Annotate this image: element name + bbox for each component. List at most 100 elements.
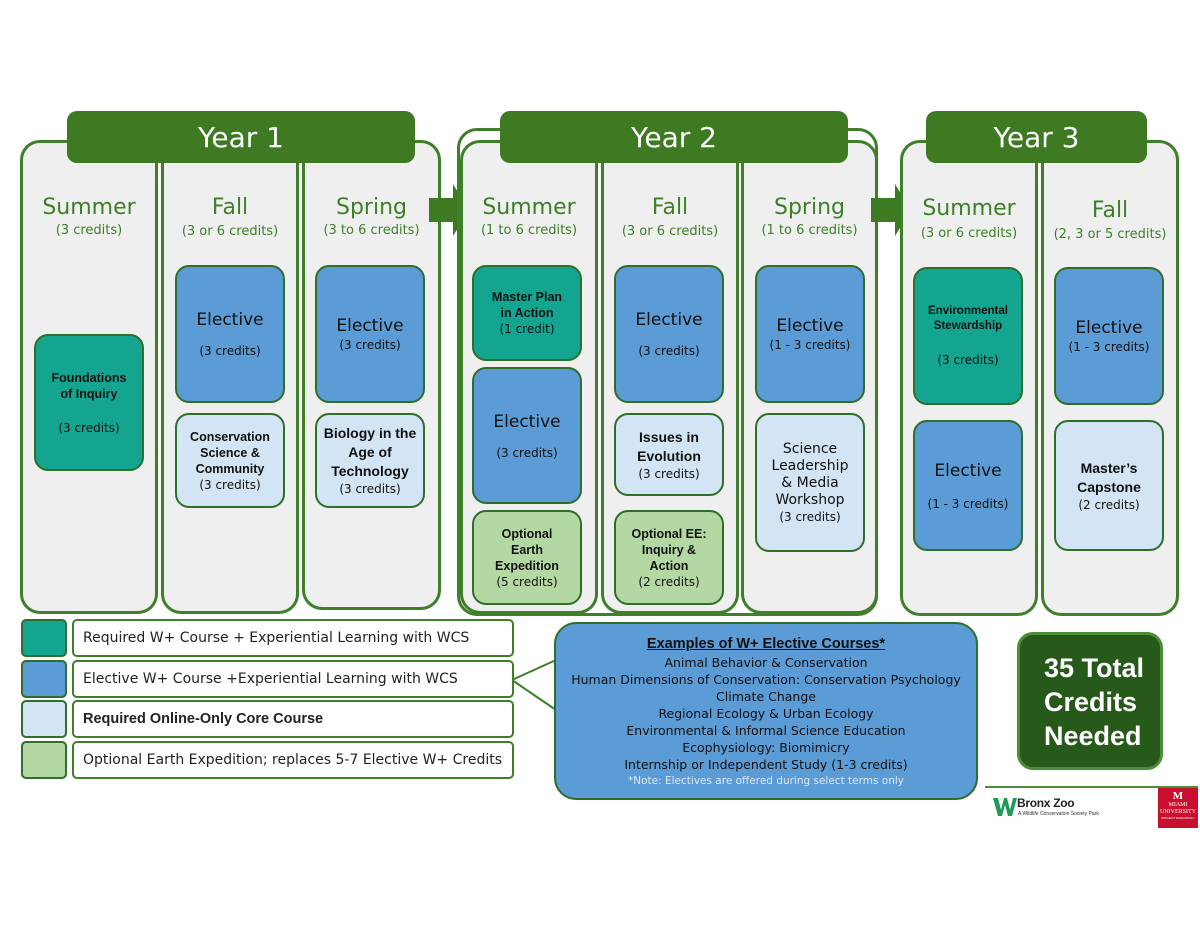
term-credits: (1 to 6 credits): [761, 223, 858, 238]
example-course: Human Dimensions of Conservation: Conser…: [571, 672, 961, 687]
course-name: Foundations of Inquiry: [51, 370, 127, 401]
course-credits: (3 credits): [779, 509, 841, 524]
examples-title: Examples of W+ Elective Courses*: [646, 636, 886, 652]
bronx-zoo-w-icon: [993, 798, 1017, 816]
course-optional-earth-expedition: Optional Earth Expedition (5 credits): [472, 510, 582, 605]
term-credits: (3 or 6 credits): [920, 226, 1018, 241]
term-credits: (3 to 6 credits): [323, 223, 420, 238]
course-name: Optional EE: Inquiry & Action: [631, 526, 707, 573]
course-optional-ee-inquiry-action: Optional EE: Inquiry & Action (2 credits…: [614, 510, 724, 605]
course-name: Optional Earth Expedition: [495, 526, 559, 573]
term-title: Spring: [336, 195, 407, 220]
course-credits: (2 credits): [638, 574, 700, 589]
course-credits: (1 - 3 credits): [1068, 340, 1150, 354]
course-elective: Elective (3 credits): [614, 265, 724, 403]
term-credits: (2, 3 or 5 credits): [1053, 227, 1167, 242]
year-3-header: Year 3: [926, 111, 1147, 163]
course-elective: Elective (1 - 3 credits): [913, 420, 1023, 551]
course-master-plan-in-action: Master Plan in Action (1 credit): [472, 265, 582, 361]
course-name: Elective: [776, 316, 844, 336]
course-credits: (3 credits): [339, 482, 401, 496]
course-elective: Elective (1 - 3 credits): [1054, 267, 1164, 405]
course-elective: Elective (3 credits): [175, 265, 285, 403]
example-course: Regional Ecology & Urban Ecology: [658, 706, 874, 721]
bronx-zoo-tagline: A Wildlife Conservation Society Park: [1018, 811, 1099, 817]
course-name: Elective: [493, 411, 561, 432]
course-credits: (3 credits): [937, 353, 999, 367]
course-credits: (1 credit): [499, 322, 555, 336]
course-science-leadership-media-workshop: Science Leadership & Media Workshop (3 c…: [755, 413, 865, 552]
course-name: Elective: [1075, 318, 1143, 338]
term-credits: (3 credits): [55, 223, 123, 238]
miami-university-logo: M MIAMI UNIVERSITY PROJECT DRAGONFLY: [1158, 788, 1198, 828]
term-title: Summer: [922, 196, 1016, 221]
bronx-zoo-name: Bronx Zoo: [1017, 796, 1075, 810]
term-credits: (1 to 6 credits): [480, 223, 578, 238]
course-foundations-of-inquiry: Foundations of Inquiry (3 credits): [34, 334, 144, 471]
term-title: Fall: [211, 195, 249, 220]
course-credits: (3 credits): [339, 338, 401, 352]
miami-name: MIAMI UNIVERSITY: [1160, 802, 1196, 815]
legend-swatch-elective-wplus: [21, 660, 67, 698]
course-credits: (3 credits): [199, 344, 261, 358]
course-credits: (3 credits): [638, 344, 700, 358]
total-line: 35 Total: [1044, 653, 1145, 683]
example-course: Animal Behavior & Conservation: [664, 655, 868, 670]
course-name: Elective: [934, 460, 1002, 481]
course-name: Conservation Science & Community: [190, 429, 270, 476]
course-name: Master Plan in Action: [491, 290, 563, 320]
legend-swatch-required-online: [21, 700, 67, 738]
course-conservation-science-community: Conservation Science & Community (3 cred…: [175, 413, 285, 508]
example-course: Internship or Independent Study (1-3 cre…: [624, 757, 908, 772]
course-name: Elective: [336, 316, 404, 336]
term-title: Fall: [651, 195, 689, 220]
course-name: Environmental Stewardship: [928, 305, 1008, 332]
term-title: Summer: [482, 195, 576, 220]
course-credits: (2 credits): [1078, 497, 1140, 512]
course-name: Elective: [196, 310, 264, 330]
bronx-zoo-logo: Bronx Zoo A Wildlife Conservation Societ…: [985, 786, 1135, 826]
example-course: Climate Change: [716, 689, 816, 704]
course-credits: (3 credits): [58, 420, 120, 435]
legend-label: Required W+ Course + Experiential Learni…: [72, 619, 514, 657]
course-biology-age-of-technology: Biology in the Age of Technology (3 cred…: [315, 413, 425, 508]
term-credits: (3 or 6 credits): [621, 224, 719, 239]
example-course: Environmental & Informal Science Educati…: [626, 723, 906, 738]
logo-divider: [985, 786, 1198, 788]
course-elective: Elective (1 - 3 credits): [755, 265, 865, 403]
course-name: Biology in the Age of Technology: [323, 425, 417, 479]
examples-elective-courses: Examples of W+ Elective Courses* Animal …: [554, 622, 978, 800]
course-name: Elective: [635, 310, 703, 330]
term-title: Summer: [42, 195, 136, 220]
legend-swatch-required-wplus: [21, 619, 67, 657]
term-title: Fall: [1091, 198, 1129, 223]
miami-sub: PROJECT DRAGONFLY: [1161, 816, 1195, 820]
course-elective: Elective (3 credits): [472, 367, 582, 504]
miami-m-icon: M: [1172, 790, 1184, 802]
example-course: Ecophysiology: Biomimicry: [682, 740, 850, 755]
legend-swatch-optional-expedition: [21, 741, 67, 779]
examples-note: *Note: Electives are offered during sele…: [628, 775, 904, 787]
total-line: Needed: [1044, 721, 1142, 751]
connector-lines: [512, 659, 557, 711]
course-name: Science Leadership & Media Workshop: [771, 440, 849, 508]
term-title: Spring: [774, 195, 845, 220]
course-credits: (1 - 3 credits): [769, 338, 851, 352]
year-1-header: Year 1: [67, 111, 415, 163]
course-environmental-stewardship: Environmental Stewardship (3 credits): [913, 267, 1023, 405]
course-elective: Elective (3 credits): [315, 265, 425, 403]
course-credits: (3 credits): [496, 445, 558, 460]
course-credits: (3 credits): [199, 477, 261, 492]
course-credits: (3 credits): [638, 466, 700, 481]
legend-label: Elective W+ Course +Experiential Learnin…: [72, 660, 514, 698]
course-credits: (1 - 3 credits): [927, 496, 1009, 511]
course-masters-capstone: Master’s Capstone (2 credits): [1054, 420, 1164, 551]
term-credits: (3 or 6 credits): [181, 224, 279, 239]
legend-label: Optional Earth Expedition; replaces 5-7 …: [72, 741, 514, 779]
course-credits: (5 credits): [496, 574, 558, 589]
legend-label: Required Online-Only Core Course: [72, 700, 514, 738]
course-name: Master’s Capstone: [1077, 459, 1141, 495]
year-2-header: Year 2: [500, 111, 848, 163]
total-line: Credits: [1044, 687, 1138, 717]
course-name: Issues in Evolution: [637, 428, 701, 464]
